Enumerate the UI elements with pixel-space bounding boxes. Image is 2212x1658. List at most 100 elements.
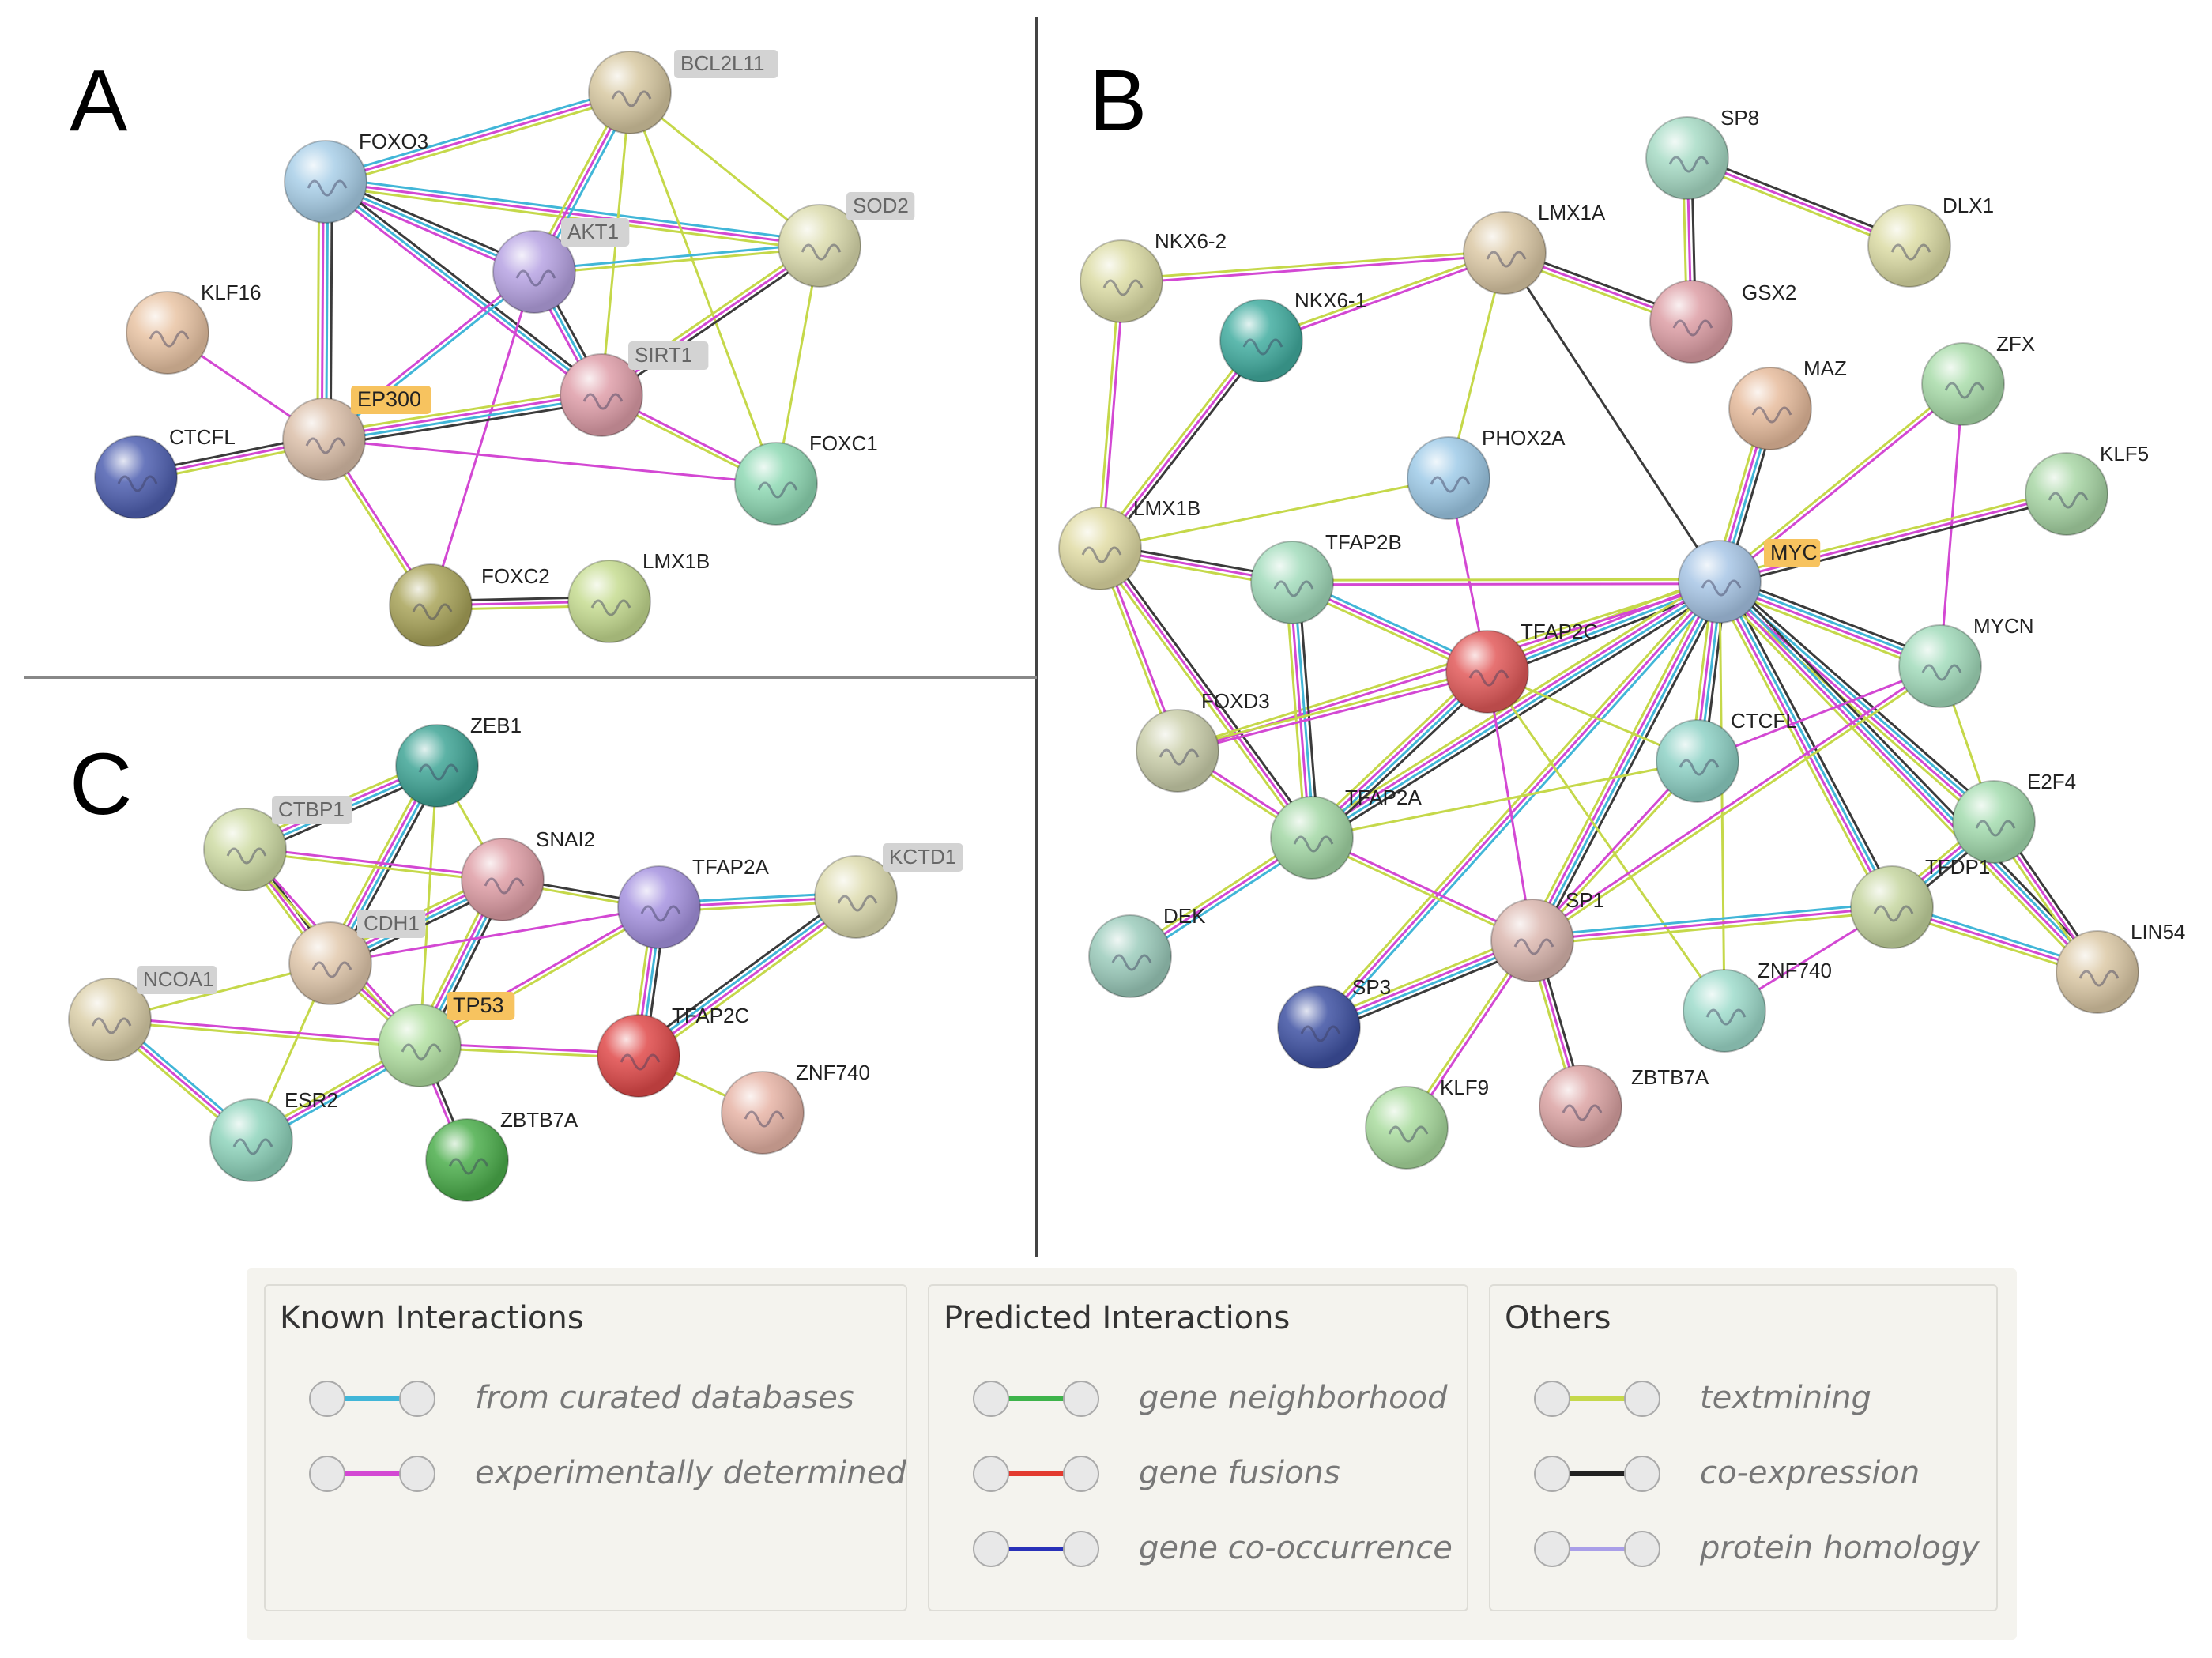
protein-node-phox2a[interactable]: PHOX2A: [1407, 426, 1566, 520]
legend-label: textmining: [1700, 1380, 1871, 1416]
protein-node-akt1[interactable]: AKT1: [492, 218, 630, 314]
protein-structure-icon: [117, 475, 158, 492]
edge-line: [1529, 580, 1719, 940]
protein-node-snai2[interactable]: SNAI2: [461, 827, 595, 921]
legend-item: co-expression: [1530, 1452, 2036, 1496]
edge-line: [1486, 671, 1534, 941]
protein-node-sp3[interactable]: SP3: [1277, 975, 1391, 1069]
node-highlight: [1136, 710, 1219, 792]
protein-node-klf16[interactable]: KLF16: [126, 281, 262, 375]
protein-node-sod2[interactable]: SOD2: [778, 192, 915, 288]
edge-line: [325, 180, 820, 247]
node-label: FOXC1: [809, 431, 878, 455]
node-label: DLX1: [1943, 194, 1994, 217]
protein-node-myc[interactable]: MYC: [1678, 539, 1821, 624]
protein-node-kctd1[interactable]: KCTD1: [814, 843, 963, 939]
node-label: AKT1: [567, 220, 619, 243]
protein-node-tfap2b[interactable]: TFAP2B: [1250, 530, 1402, 624]
node-highlight: [1366, 1087, 1448, 1169]
edge-swatch-icon: [1534, 1456, 1660, 1492]
protein-node-nkx6-2[interactable]: NKX6-2: [1080, 229, 1227, 323]
edge-line: [628, 92, 778, 484]
protein-node-gsx2[interactable]: GSX2: [1649, 280, 1796, 364]
edge-line: [420, 908, 661, 1049]
protein-structure-icon: [91, 1017, 132, 1034]
edge-myc-tfdp1: [1713, 578, 1899, 911]
protein-node-nkx6-1[interactable]: NKX6-1: [1219, 288, 1366, 382]
protein-node-zbtb7a[interactable]: ZBTB7A: [1539, 1065, 1709, 1148]
edge-line: [1717, 381, 1963, 582]
protein-node-klf9[interactable]: KLF9: [1365, 1076, 1489, 1170]
node-label: SP3: [1352, 975, 1391, 999]
protein-structure-icon: [305, 437, 346, 454]
protein-node-sp8[interactable]: SP8: [1645, 106, 1759, 200]
protein-node-dek[interactable]: DEK: [1088, 904, 1206, 998]
edge-line: [1530, 663, 1940, 940]
edge-nkx6-2-lmx1b: [1096, 281, 1125, 549]
edge-line: [639, 898, 858, 1059]
protein-node-lmx1b[interactable]: LMX1B: [1058, 496, 1200, 590]
protein-node-znf740[interactable]: ZNF740: [1683, 959, 1832, 1053]
protein-node-cdh1[interactable]: CDH1: [288, 910, 426, 1005]
edge-line: [636, 894, 856, 1055]
protein-structure-icon: [149, 330, 190, 348]
protein-node-ctcfl[interactable]: CTCFL: [1656, 709, 1797, 803]
protein-node-e2f4[interactable]: E2F4: [1952, 770, 2076, 864]
node-highlight: [2056, 931, 2139, 1013]
node-label: TFAP2A: [692, 855, 769, 879]
edge-line: [325, 180, 602, 397]
node-highlight: [1251, 541, 1333, 624]
protein-structure-icon: [590, 599, 631, 616]
protein-node-ctcfl[interactable]: CTCFL: [94, 425, 236, 519]
node-highlight: [1650, 281, 1732, 363]
legend-label: gene co-occurrence: [1139, 1530, 1453, 1566]
protein-node-zfx[interactable]: ZFX: [1921, 332, 2035, 426]
protein-node-zbtb7a[interactable]: ZBTB7A: [425, 1108, 578, 1202]
protein-node-dlx1[interactable]: DLX1: [1867, 194, 1994, 288]
edge-line: [1260, 250, 1505, 340]
protein-node-esr2[interactable]: ESR2: [209, 1088, 338, 1182]
node-label: MAZ: [1803, 356, 1847, 380]
edge-line: [1716, 582, 2097, 974]
node-highlight: [283, 398, 365, 480]
protein-node-tfap2a[interactable]: TFAP2A: [617, 855, 769, 949]
edge-line: [1716, 582, 1891, 909]
node-label: SOD2: [853, 194, 909, 217]
protein-node-mycn[interactable]: MYCN: [1898, 614, 2034, 708]
protein-node-tp53[interactable]: TP53: [378, 992, 515, 1087]
protein-node-tfap2c[interactable]: TFAP2C: [597, 1004, 749, 1098]
node-label: CDH1: [364, 911, 420, 935]
protein-node-tfap2a[interactable]: TFAP2A: [1270, 786, 1422, 880]
protein-node-foxc2[interactable]: FOXC2: [389, 563, 550, 647]
node-highlight: [1464, 212, 1546, 294]
protein-node-bcl2l11[interactable]: BCL2L11: [588, 50, 778, 134]
protein-node-lin54[interactable]: LIN54: [2056, 920, 2185, 1014]
edge-line: [1532, 667, 1943, 944]
protein-node-tfap2c[interactable]: TFAP2C: [1445, 620, 1598, 714]
protein-node-sirt1[interactable]: SIRT1: [560, 341, 709, 437]
protein-node-maz[interactable]: MAZ: [1728, 356, 1847, 450]
edge-myc-sp1: [1525, 578, 1727, 944]
legend-item: gene neighborhood: [969, 1377, 1475, 1421]
node-label: E2F4: [2027, 770, 2076, 793]
edge-line: [245, 846, 503, 879]
protein-node-klf5[interactable]: KLF5: [2025, 442, 2149, 536]
node-highlight: [1679, 541, 1761, 623]
protein-structure-icon: [515, 269, 556, 287]
protein-node-znf740[interactable]: ZNF740: [721, 1061, 870, 1155]
protein-node-lmx1a[interactable]: LMX1A: [1463, 201, 1606, 295]
protein-node-zeb1[interactable]: ZEB1: [395, 714, 522, 808]
protein-node-foxd3[interactable]: FOXD3: [1136, 689, 1270, 793]
protein-node-sp1[interactable]: SP1: [1490, 888, 1604, 982]
protein-node-ctbp1[interactable]: CTBP1: [203, 796, 352, 891]
node-label: TFDP1: [1925, 855, 1990, 879]
protein-node-ep300[interactable]: EP300: [282, 386, 431, 481]
protein-node-tfdp1[interactable]: TFDP1: [1850, 855, 1990, 949]
node-label: PHOX2A: [1482, 426, 1566, 450]
protein-node-foxc1[interactable]: FOXC1: [734, 431, 878, 526]
edge-line: [327, 177, 605, 393]
edge-line: [1486, 671, 1726, 1012]
protein-node-foxo3[interactable]: FOXO3: [284, 130, 428, 224]
protein-node-lmx1b[interactable]: LMX1B: [567, 549, 710, 643]
protein-node-ncoa1[interactable]: NCOA1: [68, 966, 217, 1061]
